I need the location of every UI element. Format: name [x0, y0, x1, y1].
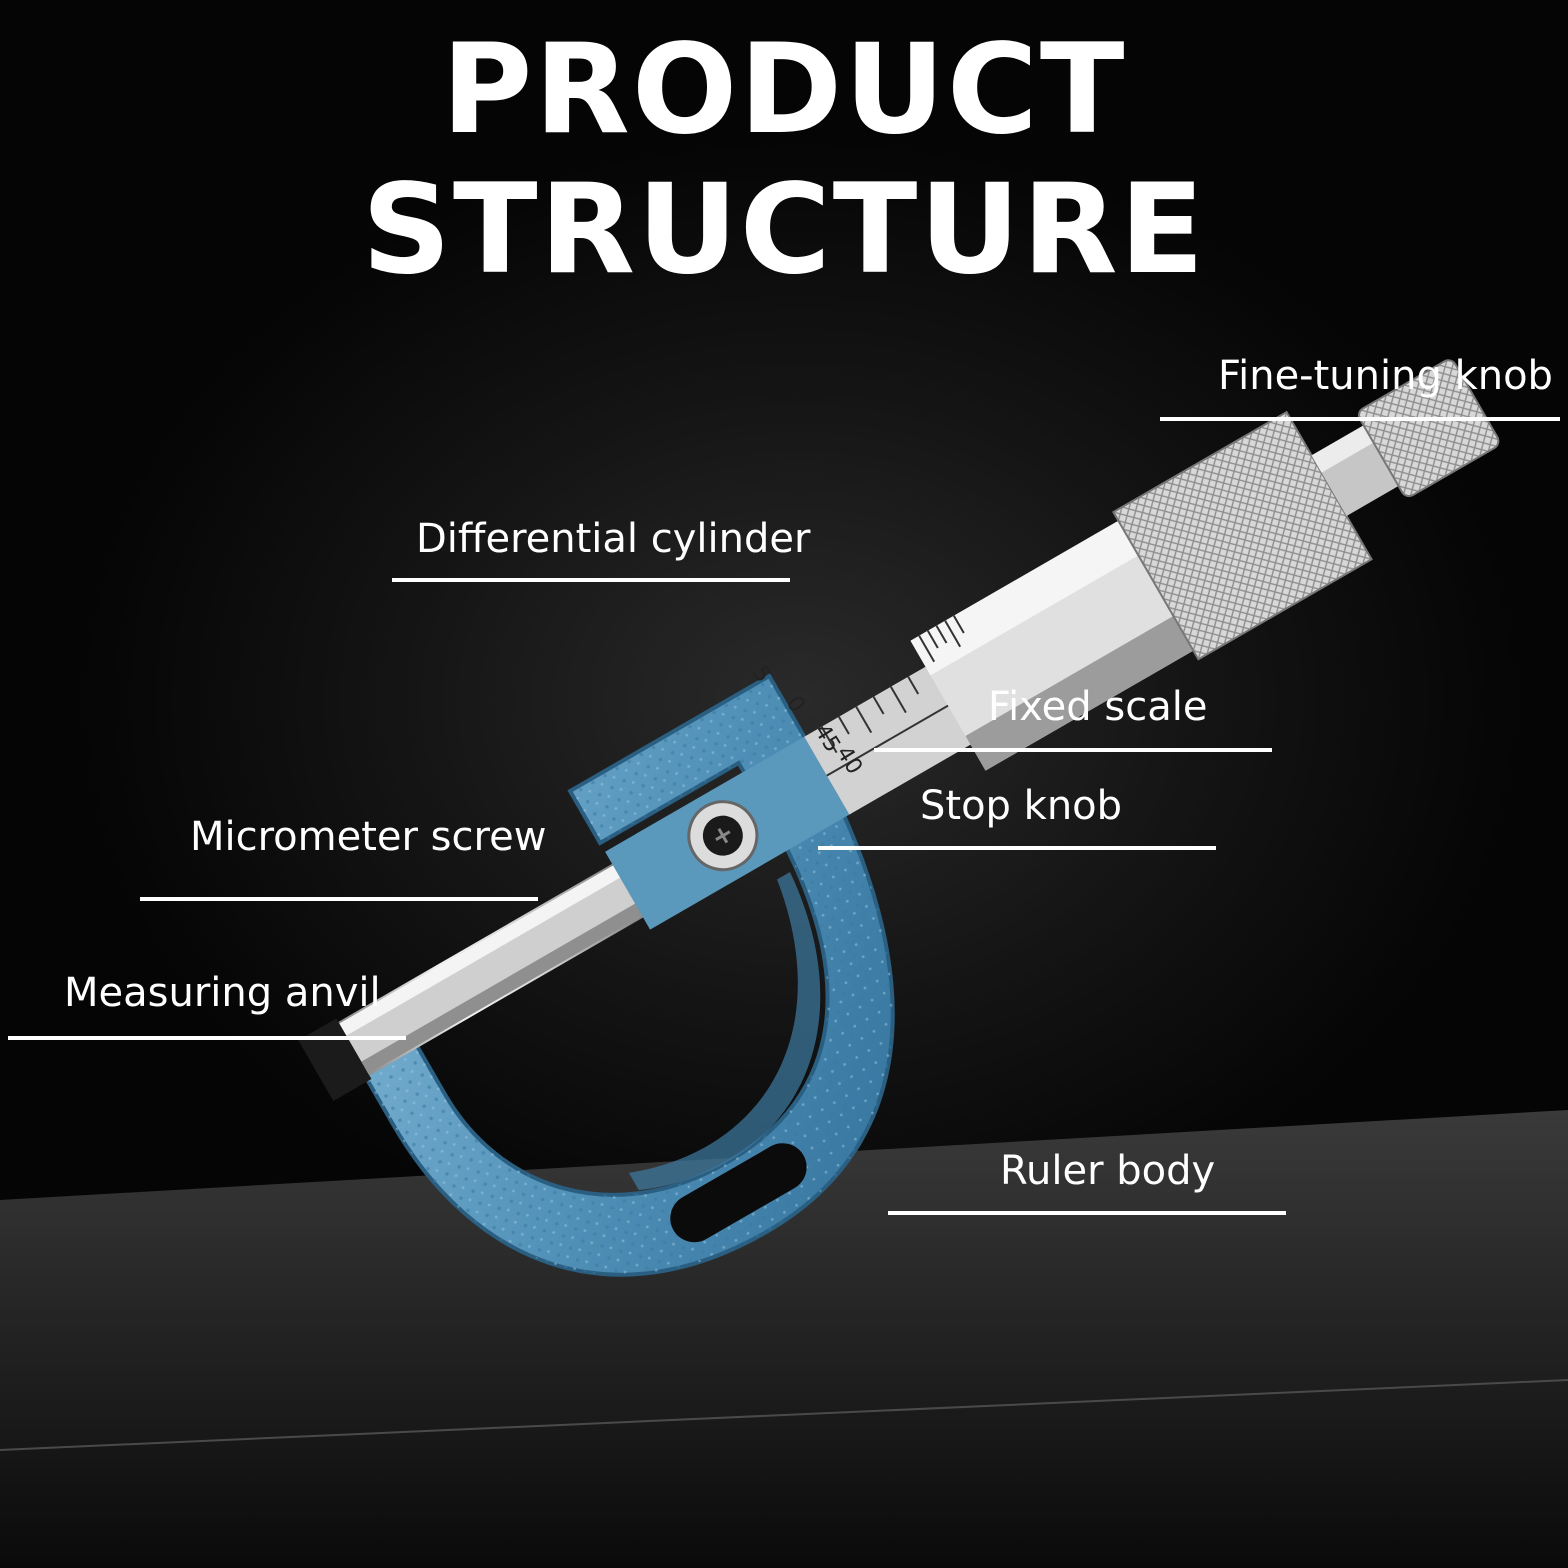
label-micrometer-screw: Micrometer screw [190, 814, 547, 860]
table-surface [0, 1110, 1568, 1568]
leader-fine-tuning-knob [1160, 417, 1560, 421]
leader-ruler-body [888, 1211, 1286, 1215]
leader-measuring-anvil [8, 1036, 406, 1040]
label-fixed-scale: Fixed scale [988, 684, 1208, 730]
leader-stop-knob [818, 846, 1216, 850]
page-title: PRODUCT STRUCTURE [361, 18, 1207, 302]
label-differential-cylinder: Differential cylinder [416, 516, 811, 562]
label-ruler-body: Ruler body [1000, 1148, 1216, 1194]
leader-differential-cylinder [392, 578, 790, 582]
label-stop-knob: Stop knob [920, 783, 1123, 829]
leader-micrometer-screw [140, 897, 538, 901]
label-measuring-anvil: Measuring anvil [64, 970, 381, 1016]
leader-fixed-scale [874, 748, 1272, 752]
frame-plate [670, 1143, 807, 1243]
label-fine-tuning-knob: Fine-tuning knob [1218, 353, 1553, 399]
